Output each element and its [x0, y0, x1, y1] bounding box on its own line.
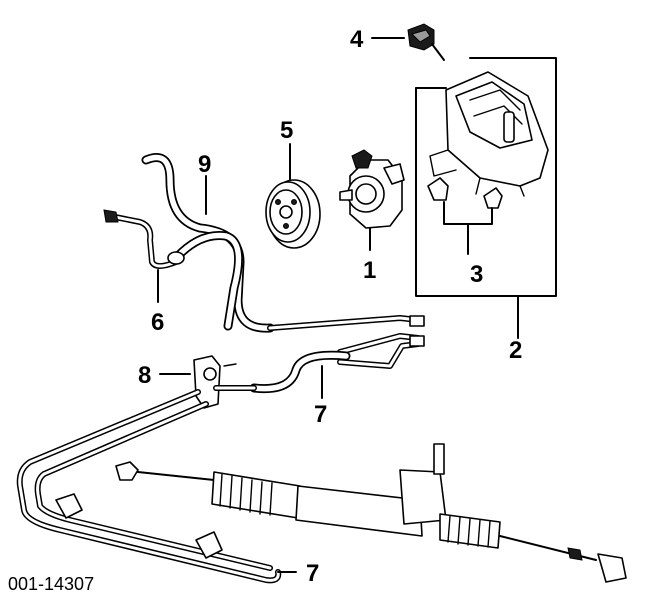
power-steering-reservoir — [429, 71, 549, 197]
callout-8: 8 — [138, 362, 151, 389]
callout-5: 5 — [280, 117, 293, 144]
reservoir-cap — [371, 23, 445, 61]
cooler-loop-lower — [16, 389, 297, 584]
callout-1: 1 — [363, 257, 376, 284]
steering-rack — [115, 443, 627, 583]
callout-3: 3 — [470, 261, 483, 288]
figure-code: 001-14307 — [8, 574, 94, 594]
pump-pulley — [265, 143, 321, 249]
reservoir-kit-box — [415, 57, 557, 339]
pressure-line — [103, 209, 185, 303]
cooler-lines-upper — [267, 315, 425, 369]
line-bracket — [159, 355, 257, 409]
return-hose — [141, 153, 275, 333]
cooler-hose-middle — [249, 350, 351, 399]
reservoir-clips — [427, 177, 503, 255]
callout-7-lower: 7 — [306, 560, 319, 587]
callout-6: 6 — [151, 309, 164, 336]
callout-4: 4 — [350, 26, 364, 53]
callout-9: 9 — [198, 151, 211, 178]
power-steering-pump — [339, 149, 405, 251]
callout-7-upper: 7 — [314, 401, 327, 428]
callout-2: 2 — [509, 337, 522, 364]
